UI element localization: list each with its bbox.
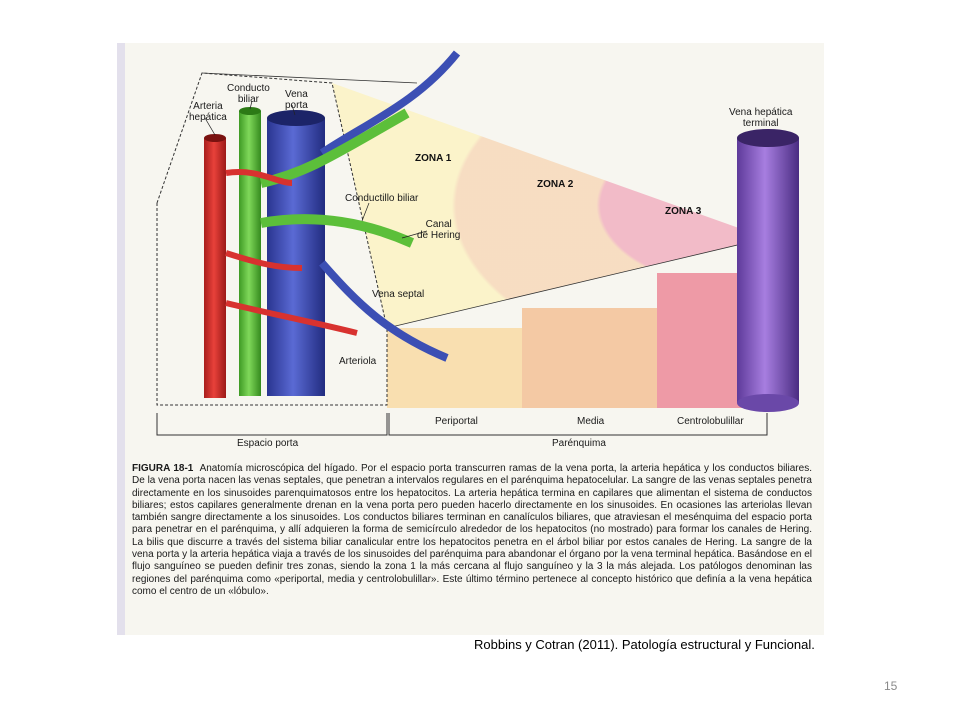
hepatic-artery bbox=[204, 138, 226, 398]
figure-caption-text: Anatomía microscópica del hígado. Por el… bbox=[132, 463, 812, 597]
septal-vein-bottom bbox=[318, 260, 449, 362]
bile-ductule-bottom bbox=[260, 214, 415, 248]
arteriole bbox=[225, 300, 358, 336]
citation: Robbins y Cotran (2011). Patología estru… bbox=[474, 637, 815, 652]
parenchyma-wedge bbox=[332, 83, 767, 328]
parenquima-bracket bbox=[388, 413, 768, 436]
septal-vein-top bbox=[319, 50, 461, 157]
label-arteria-hepatica: Arteria hepática bbox=[189, 101, 227, 123]
zone-3-label: ZONA 3 bbox=[665, 206, 702, 217]
hepatic-vein bbox=[737, 138, 799, 403]
label-vena-septal: Vena septal bbox=[372, 289, 425, 300]
zone-2-label: ZONA 2 bbox=[537, 179, 574, 190]
artery-branch-1 bbox=[225, 169, 293, 186]
label-espacio-porta: Espacio porta bbox=[237, 438, 299, 449]
label-periportal: Periportal bbox=[435, 416, 478, 427]
zone-1-label: ZONA 1 bbox=[415, 153, 452, 164]
label-media: Media bbox=[577, 416, 605, 427]
label-centrolobulillar: Centrolobulillar bbox=[677, 416, 744, 427]
label-vena-hepatica-terminal: Vena hepática terminal bbox=[729, 107, 793, 129]
scan-edge bbox=[117, 43, 125, 635]
figure-number: FIGURA 18-1 bbox=[132, 463, 194, 474]
bile-duct bbox=[239, 111, 261, 396]
slide-number: 15 bbox=[884, 679, 898, 693]
media-band bbox=[522, 308, 657, 408]
figure-caption: FIGURA 18-1 Anatomía microscópica del hí… bbox=[132, 463, 812, 598]
label-parenquima: Parénquima bbox=[552, 438, 606, 449]
label-vena-porta: Vena porta bbox=[285, 89, 308, 111]
label-conducto-biliar: Conducto biliar bbox=[227, 83, 270, 105]
artery-branch-2 bbox=[225, 250, 303, 271]
liver-anatomy-illustration bbox=[156, 50, 799, 436]
label-arteriola: Arteriola bbox=[339, 356, 377, 367]
label-conductillo-biliar: Conductillo biliar bbox=[345, 193, 419, 204]
scanned-figure: Arteria hepática Conducto biliar Vena po… bbox=[117, 43, 824, 635]
espacio-porta-bracket bbox=[156, 413, 388, 436]
label-canal-de-hering: Canal de Hering bbox=[417, 219, 461, 241]
